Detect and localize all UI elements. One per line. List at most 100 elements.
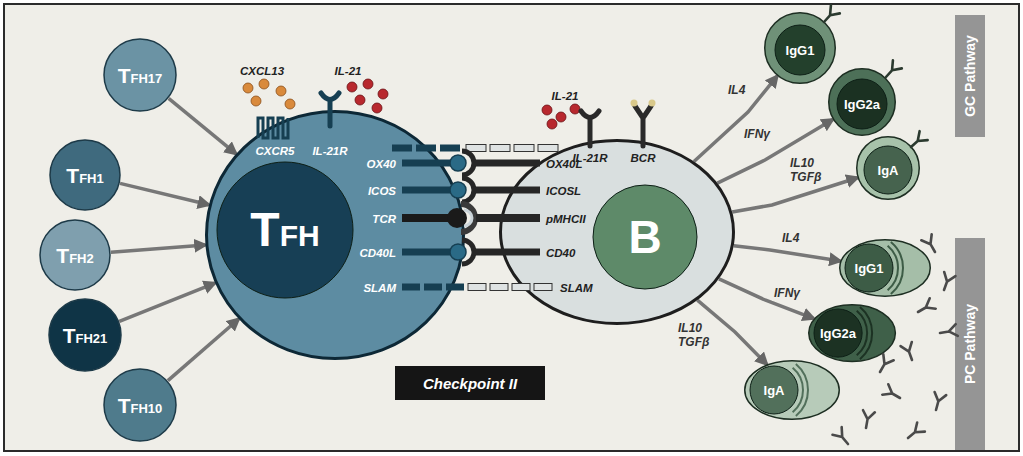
slam-pair (466, 145, 486, 152)
molecule-label: IL-21 (552, 90, 579, 103)
il21-receptor (588, 120, 593, 146)
molecule-label: CXCL13 (240, 65, 284, 78)
slam-pair (538, 145, 558, 152)
slam-pair (490, 145, 510, 152)
ox40-pair (462, 151, 474, 175)
box-fill (395, 366, 545, 400)
plasma-cell: IgA (744, 360, 840, 420)
ox40-pair (402, 160, 452, 167)
slam-pair (392, 145, 558, 152)
b-cell: B (499, 139, 735, 325)
pathway-band: PC Pathway (955, 238, 985, 450)
secreted-antibody (832, 234, 957, 448)
band-fill (955, 15, 985, 137)
ox40-pair (402, 151, 540, 175)
cell-nucleus (217, 162, 353, 298)
gc-b-cell: IgG1 (764, 12, 836, 84)
cxcr5-receptor (258, 118, 288, 138)
cell-name: B (628, 214, 661, 260)
cytokine-label: IL4 (726, 84, 747, 98)
differentiation-arrow (168, 319, 239, 381)
b-cell-receptor (635, 106, 651, 146)
cell-name: IgG1 (855, 262, 884, 275)
cd40-pair (474, 249, 540, 256)
cell-name: IgA (764, 384, 785, 397)
surface-antibody (820, 5, 928, 151)
cxcl13-chemokine (285, 99, 295, 109)
il21-receptor (581, 111, 599, 118)
cytokine-label: IFNγ (772, 287, 802, 301)
cell-name: IgA (878, 164, 899, 177)
icos-pair (450, 182, 466, 198)
cell-body (765, 13, 836, 84)
cell-body (49, 299, 121, 371)
secreted-antibody (860, 410, 875, 429)
cell-body (501, 141, 734, 324)
molecule-label: ICOS (368, 185, 396, 198)
tcr-pmhcii-pair (464, 210, 472, 226)
tcr-pmhcii-pair (461, 204, 475, 232)
secreted-antibody (901, 342, 918, 362)
secreted-antibody (875, 354, 894, 375)
molecule-label: BCR (631, 152, 656, 165)
cell-name: TFH17 (118, 65, 163, 86)
surface-antibody (820, 5, 840, 26)
cytokine-label: IL10 TGFβ (788, 157, 823, 185)
cell-nucleus (837, 79, 887, 129)
secreted-antibody (930, 392, 946, 412)
cd40-pair (450, 244, 466, 260)
cell-body (40, 220, 110, 290)
band-fill (955, 238, 985, 450)
molecule-label: IL-21 (335, 65, 362, 78)
il21-receptor (321, 93, 339, 100)
cell-name: TFH2 (56, 245, 93, 266)
tfh-subset-cell: TFH17 (103, 38, 177, 112)
cell-body (207, 112, 464, 359)
cxcl13-chemokine (276, 86, 286, 96)
cxcl13-chemokine (243, 83, 253, 93)
tcr-pmhcii-pair (402, 214, 448, 222)
differentiation-arrow (694, 76, 777, 162)
secreted-antibody (939, 324, 958, 339)
plasma-cell: IgG2a (808, 304, 896, 362)
gc-b-cell: IgG2a (828, 68, 896, 136)
il21-cytokine (542, 105, 552, 115)
molecule-label: TCR (372, 213, 396, 226)
cell-body (745, 361, 840, 420)
surface-antibody (907, 131, 928, 151)
il21-receptor (321, 93, 339, 126)
molecule-label: OX40 (367, 158, 396, 171)
cytokine-label: IL4 (780, 232, 801, 246)
ox40-pair (450, 155, 466, 171)
slam-pair (514, 145, 534, 152)
slam-pair (446, 284, 464, 291)
plasma-cell: IgG1 (839, 239, 931, 297)
secreted-antibody (915, 298, 936, 317)
cell-body (829, 69, 896, 136)
cell-nucleus (593, 185, 697, 289)
il21-cytokine (372, 103, 382, 113)
slam-pair (402, 284, 420, 291)
tfh-subset-cell: TFH10 (103, 368, 177, 442)
molecule-label: IL-21R (312, 145, 347, 158)
b-cell-receptor (631, 100, 638, 107)
il21-cytokine (347, 79, 580, 129)
b-cell-receptor (631, 100, 656, 147)
cell-nucleus (814, 309, 862, 357)
cell-name: TFH1 (66, 165, 103, 186)
cell-nucleus (750, 366, 798, 414)
molecule-label: OX40L (546, 158, 582, 171)
molecule-label: pMHCII (546, 213, 586, 226)
slam-pair (468, 284, 552, 291)
cell-outline (499, 139, 735, 325)
il21-cytokine (556, 112, 566, 122)
secreted-antibody (832, 427, 852, 448)
cd40-pair (402, 240, 540, 264)
cxcl13-chemokine (251, 96, 261, 106)
tfh-subset-cell: TFH21 (48, 298, 122, 372)
tcr-pmhcii-pair (402, 204, 540, 232)
molecule-label: SLAM (560, 282, 593, 295)
slam-pair (416, 145, 436, 152)
cd40-pair (462, 240, 474, 264)
b-cell-receptor (649, 100, 656, 107)
